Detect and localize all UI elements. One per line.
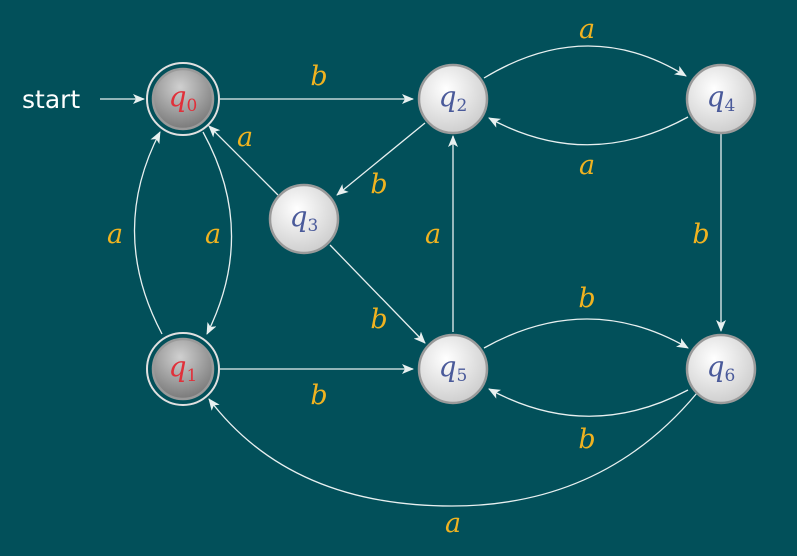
transition-q1-q5: b (220, 364, 414, 411)
transition-q0-q2: b (220, 61, 414, 104)
transition-q1-q0: a (107, 131, 163, 335)
start-label: start (22, 85, 80, 114)
transition-q3-q0: a (208, 122, 279, 196)
transition-q4-q2: a (488, 116, 689, 181)
transition-q4-q6: b (692, 134, 726, 332)
edge-arrow (202, 131, 233, 335)
state-q5: q5 (417, 333, 489, 405)
state-label: q4 (707, 80, 736, 116)
transition-label: a (107, 219, 123, 250)
transition-label: b (578, 283, 595, 314)
edge-arrow (208, 125, 279, 196)
edge-arrow (336, 122, 426, 196)
state-circle (268, 183, 340, 255)
state-q6: q6 (685, 333, 757, 405)
state-q2: q2 (417, 63, 489, 135)
transition-label: a (205, 219, 221, 250)
edge-arrow (488, 388, 689, 417)
transition-q2-q3: b (336, 122, 426, 200)
transition-label: b (692, 219, 709, 250)
transition-label: a (237, 122, 253, 153)
state-q1: q1 (146, 332, 220, 406)
transition-q6-q5: b (488, 388, 689, 455)
transition-label: b (310, 380, 327, 411)
transition-q2-q4: a (483, 14, 687, 79)
transition-q6-q1: a (208, 392, 698, 539)
state-label: q0 (169, 80, 198, 116)
state-label: q5 (439, 350, 468, 386)
transitions: b a a b a a b a (107, 14, 726, 539)
state-label: q3 (290, 200, 319, 236)
transition-label: a (445, 508, 461, 539)
state-q0: q0 (146, 62, 220, 136)
transition-q0-q1: a (202, 131, 233, 335)
transition-q5-q6: b (483, 283, 689, 349)
transition-q5-q2: a (425, 135, 458, 332)
state-circle (151, 337, 215, 401)
edge-arrow (483, 318, 689, 349)
edge-arrow (208, 392, 698, 507)
state-circle (417, 333, 489, 405)
transition-label: b (370, 304, 387, 335)
state-circle (417, 63, 489, 135)
state-circle (685, 63, 757, 135)
state-label: q2 (439, 80, 468, 116)
state-circle (685, 333, 757, 405)
accepting-ring (146, 332, 220, 406)
transition-label: b (370, 169, 387, 200)
state-q3: q3 (268, 183, 340, 255)
transition-label: b (578, 424, 595, 455)
state-q4: q4 (685, 63, 757, 135)
state-label: q1 (169, 350, 198, 386)
state-label: q6 (707, 350, 736, 386)
transition-label: a (579, 14, 595, 45)
edge-arrow (329, 244, 426, 344)
transition-label: a (579, 150, 595, 181)
state-circle (151, 67, 215, 131)
transition-q3-q5: b (329, 244, 426, 344)
edge-arrow (488, 116, 689, 146)
transition-label: b (310, 61, 327, 92)
states: q0 q1 q2 q3 q4 q5 q6 (146, 62, 757, 406)
accepting-ring (146, 62, 220, 136)
edge-arrow (133, 131, 163, 335)
edge-arrow (483, 45, 687, 79)
transition-label: a (425, 219, 441, 250)
